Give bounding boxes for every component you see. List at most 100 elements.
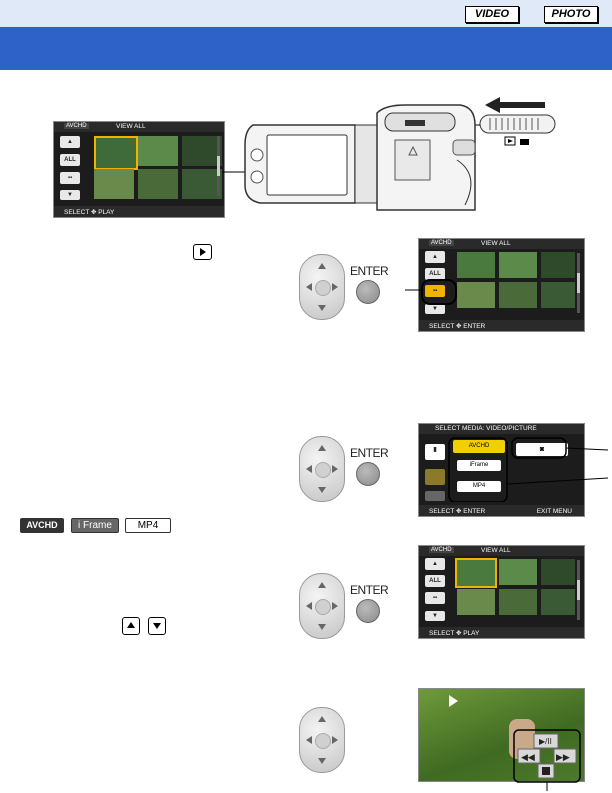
scrollbar[interactable] [577, 253, 580, 313]
thumbnail[interactable] [541, 559, 575, 585]
thumbnail[interactable] [138, 169, 178, 199]
playback-controls: ▶/II ◀◀ ▶▶ [513, 729, 581, 791]
thumbnail[interactable] [138, 136, 178, 166]
footer-text: SELECT ✥ PLAY [429, 630, 480, 637]
mp4-option[interactable]: MP4 [457, 481, 501, 492]
thumbnail[interactable] [457, 282, 495, 308]
left-arrow-icon [306, 465, 312, 473]
footer-text: SELECT ✥ ENTER [429, 508, 486, 515]
screen-footer [419, 627, 584, 638]
up-button[interactable]: ▲ [425, 558, 445, 570]
fast-forward-icon [553, 748, 577, 764]
enter-label: ENTER [350, 446, 389, 460]
slide-arrow-icon [485, 97, 545, 113]
center-button[interactable] [315, 733, 331, 749]
thumbnail-screen-small: AVCHD VIEW ALL ▲ ALL ▪▪ ▼ SELECT ✥ PLAY [53, 121, 225, 218]
cursor-button[interactable] [299, 254, 345, 320]
down-button[interactable]: ▼ [425, 304, 445, 314]
down-button[interactable]: ▼ [60, 190, 80, 200]
left-arrow-icon [306, 602, 312, 610]
svg-text:◀◀: ◀◀ [521, 752, 535, 762]
thumbnail[interactable] [94, 136, 138, 170]
down-button[interactable]: ▼ [425, 611, 445, 621]
right-arrow-icon [332, 283, 338, 291]
card-icon: ▮ [425, 444, 445, 460]
center-button[interactable] [315, 599, 331, 615]
all-button[interactable]: ALL [60, 154, 80, 166]
down-arrow-icon [318, 487, 326, 493]
down-arrow-icon [318, 305, 326, 311]
screen-title: SELECT MEDIA: VIDEO/PICTURE [435, 425, 537, 432]
up-button[interactable]: ▲ [425, 251, 445, 263]
screen-title: VIEW ALL [481, 547, 511, 554]
thumbnail-screen: AVCHD VIEW ALL ▲ ALL ▪▪ ▼ SELECT ✥ ENTER [418, 238, 585, 332]
enter-label: ENTER [350, 264, 389, 278]
cursor-button[interactable] [299, 707, 345, 773]
media-tag: AVCHD [429, 240, 454, 246]
thumbnail[interactable] [94, 169, 134, 199]
scrollbar[interactable] [217, 136, 220, 196]
down-arrow-icon [148, 617, 166, 635]
video-tag: VIDEO [465, 6, 519, 23]
camera-icon[interactable]: ◙ [516, 443, 568, 456]
footer-text: SELECT ✥ ENTER [429, 323, 486, 330]
up-arrow-icon [318, 445, 326, 451]
enter-button[interactable] [356, 280, 380, 304]
thumbnail[interactable] [455, 558, 497, 588]
media-tag: AVCHD [64, 123, 89, 129]
up-arrow-icon [318, 263, 326, 269]
screen-footer [419, 320, 584, 331]
avchd-option[interactable]: AVCHD [453, 440, 505, 453]
footer-text: SELECT ✥ PLAY [64, 209, 115, 216]
thumbnail[interactable] [182, 169, 222, 199]
cursor-button[interactable] [299, 436, 345, 502]
screen-header [419, 546, 584, 556]
screen-title: VIEW ALL [116, 123, 146, 130]
screen-title: VIEW ALL [481, 240, 511, 247]
screen-header [419, 239, 584, 249]
mp4-tag: MP4 [125, 518, 171, 533]
screen-header [419, 424, 584, 434]
callout-lines [448, 437, 609, 502]
scene-button[interactable]: ▪▪ [425, 285, 445, 297]
cursor-button[interactable] [299, 573, 345, 639]
thumbnail[interactable] [541, 252, 575, 278]
title-bar [0, 27, 612, 70]
center-button[interactable] [315, 462, 331, 478]
up-arrow-icon [122, 617, 140, 635]
thumbnail-screen-play: AVCHD VIEW ALL ▲ ALL ▪▪ ▼ SELECT ✥ PLAY [418, 545, 585, 639]
scrollbar[interactable] [577, 560, 580, 620]
thumbnail[interactable] [499, 282, 537, 308]
thumbnail[interactable] [182, 136, 222, 166]
scene-button[interactable]: ▪▪ [425, 592, 445, 604]
thumbnail[interactable] [541, 282, 575, 308]
center-button[interactable] [315, 280, 331, 296]
enter-button[interactable] [356, 462, 380, 486]
all-button[interactable]: ALL [425, 575, 445, 587]
down-arrow-icon [318, 624, 326, 630]
enter-button[interactable] [356, 599, 380, 623]
down-button [425, 491, 445, 501]
thumbnail[interactable] [541, 589, 575, 615]
callout-highlight [405, 279, 457, 305]
iframe-option[interactable]: iFrame [457, 460, 501, 471]
play-indicator-icon [449, 695, 458, 707]
play-pause-icon [533, 733, 559, 749]
screen-footer [54, 206, 224, 217]
up-arrow-icon [318, 582, 326, 588]
thumbnail[interactable] [499, 589, 537, 615]
down-arrow-icon [318, 758, 326, 764]
thumbnail[interactable] [499, 559, 537, 585]
iframe-tag: i Frame [71, 518, 119, 533]
all-button[interactable]: ALL [425, 268, 445, 280]
svg-text:▶/II: ▶/II [539, 737, 552, 746]
scene-button[interactable]: ▪▪ [60, 172, 80, 184]
right-arrow-icon [332, 736, 338, 744]
thumbnail[interactable] [457, 589, 495, 615]
media-tag: AVCHD [429, 547, 454, 553]
thumbnail[interactable] [457, 252, 495, 278]
thumbnail[interactable] [499, 252, 537, 278]
exit-menu-text[interactable]: EXIT MENU [536, 508, 572, 515]
up-button[interactable]: ▲ [60, 136, 80, 148]
record-mode-icon [520, 139, 529, 145]
